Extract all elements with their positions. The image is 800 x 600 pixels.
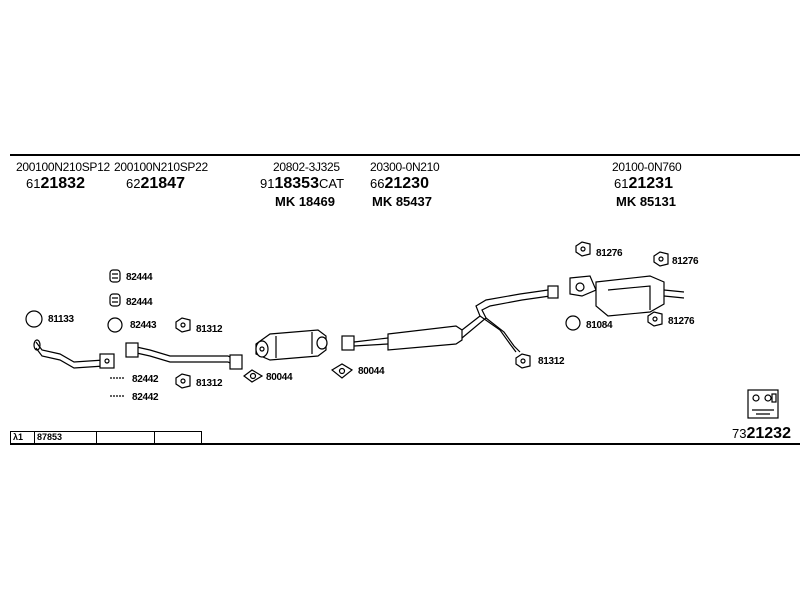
gasket-80044-b[interactable]	[330, 363, 354, 379]
ref-col-5: 20100-0N760	[612, 160, 682, 174]
label-81084: 81084	[586, 320, 613, 331]
label-81276-b: 81276	[672, 256, 699, 267]
mk-number-4: MK 85437	[372, 194, 432, 209]
footer-table: λ1 87853	[10, 431, 202, 443]
hanger-81276-c[interactable]	[647, 311, 663, 327]
label-81276-c: 81276	[668, 316, 695, 327]
label-81312-c: 81312	[538, 356, 565, 367]
mounting-kit-icon	[747, 389, 779, 419]
mk-number-3: MK 18469	[275, 194, 335, 209]
label-81312-b: 81312	[196, 378, 223, 389]
label-82442-b: 82442	[132, 392, 159, 403]
part-number-2[interactable]: 6221847	[126, 175, 185, 192]
rubber-hanger-82444-b[interactable]	[109, 293, 121, 307]
front-pipe[interactable]	[33, 339, 115, 369]
rubber-hanger-82444-a[interactable]	[109, 269, 121, 283]
intermediate-pipe[interactable]	[125, 342, 243, 370]
label-81276-a: 81276	[596, 248, 623, 259]
hanger-81312-b[interactable]	[175, 373, 191, 389]
rear-muffler[interactable]	[569, 275, 685, 317]
kit-part-number[interactable]: 7321232	[732, 425, 791, 442]
gasket-ring-81084[interactable]	[565, 315, 581, 331]
catalytic-converter[interactable]	[255, 329, 328, 361]
label-82442-a: 82442	[132, 374, 159, 385]
hanger-81276-b[interactable]	[653, 251, 669, 267]
part-number-4[interactable]: 6621230	[370, 175, 429, 192]
label-80044-a: 80044	[266, 372, 293, 383]
hanger-81312-a[interactable]	[175, 317, 191, 333]
label-80044-b: 80044	[358, 366, 385, 377]
mk-number-5: MK 85131	[616, 194, 676, 209]
ref-col-2: 200100N210SP22	[114, 160, 208, 174]
part-number-1[interactable]: 6121832	[26, 175, 85, 192]
label-82444-a: 82444	[126, 272, 153, 283]
center-pipe[interactable]	[341, 285, 559, 353]
top-rule	[10, 154, 800, 156]
part-number-3[interactable]: 9118353CAT	[260, 175, 345, 192]
gasket-80044-a[interactable]	[243, 369, 264, 383]
hanger-81312-c[interactable]	[515, 353, 531, 369]
part-number-5[interactable]: 6121231	[614, 175, 673, 192]
lambda-cell: λ1	[11, 432, 35, 443]
ref-col-4: 20300-0N210	[370, 160, 440, 174]
label-81312-a: 81312	[196, 324, 223, 335]
label-81133: 81133	[48, 314, 74, 325]
gasket-ring-81133[interactable]	[25, 310, 43, 328]
ref-col-3: 20802-3J325	[273, 160, 340, 174]
hanger-81276-a[interactable]	[575, 241, 591, 257]
code-cell: 87853	[35, 432, 97, 443]
gasket-ring-82443[interactable]	[107, 317, 123, 333]
bottom-rule	[10, 443, 800, 445]
label-82444-b: 82444	[126, 297, 153, 308]
empty-cell-1	[97, 432, 155, 443]
ref-col-1: 200100N210SP12	[16, 160, 110, 174]
label-82443: 82443	[130, 320, 157, 331]
